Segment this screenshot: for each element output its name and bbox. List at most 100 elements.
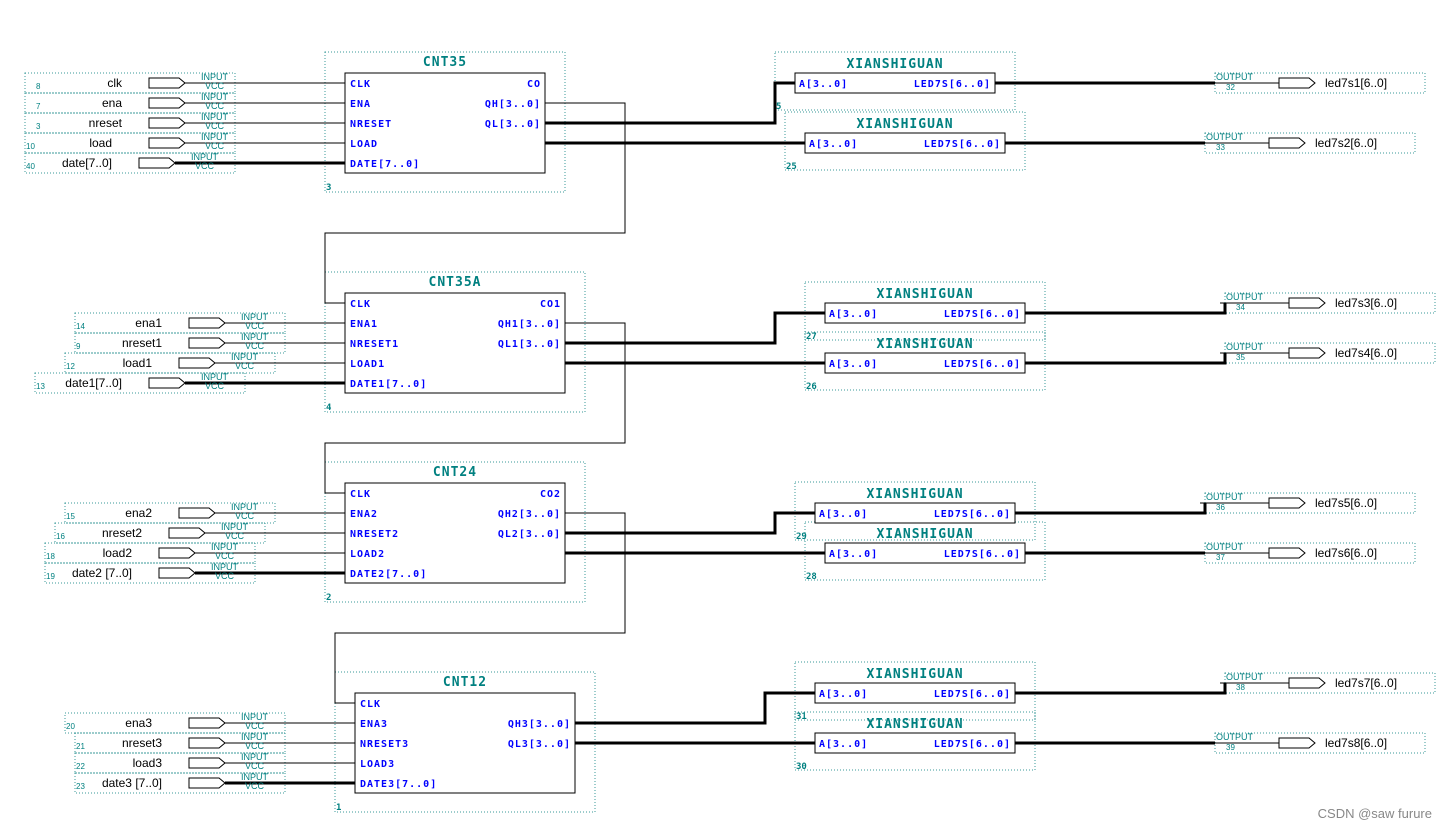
decoder-input-label: A[3..0] xyxy=(799,79,848,90)
block-body xyxy=(344,292,566,394)
pin-type-label: INPUT xyxy=(201,132,229,142)
pin-type-label: OUTPUT xyxy=(1206,542,1244,552)
decoder-input-label: A[3..0] xyxy=(819,509,868,520)
pin-vcc-label: VCC xyxy=(205,81,225,91)
decoder-number: 29 xyxy=(796,532,807,542)
decoder-input-label: A[3..0] xyxy=(809,139,858,150)
input-pin-icon xyxy=(178,507,216,519)
pin-label: DATE2[7..0] xyxy=(350,569,427,580)
pin-vcc-label: VCC xyxy=(205,101,225,111)
input-pin-name: date2 [7..0] xyxy=(72,566,132,580)
output-pin-icon xyxy=(1268,497,1306,509)
block-body xyxy=(344,72,546,174)
pin-type-label: INPUT xyxy=(231,502,259,512)
input-pin-number: 19 xyxy=(46,572,55,581)
pin-vcc-label: VCC xyxy=(205,141,225,151)
pin-label: CO1 xyxy=(540,299,561,310)
input-pin-name: nreset xyxy=(89,116,123,130)
pin-vcc-label: VCC xyxy=(215,551,235,561)
input-pin-number: 8 xyxy=(36,82,41,91)
pin-type-label: OUTPUT xyxy=(1226,292,1264,302)
input-pin-name: nreset2 xyxy=(102,526,142,540)
pin-type-label: OUTPUT xyxy=(1226,672,1264,682)
pin-label: QH3[3..0] xyxy=(508,719,571,730)
pin-label: QH1[3..0] xyxy=(498,319,561,330)
input-pin-number: 23 xyxy=(76,782,85,791)
pin-type-label: INPUT xyxy=(241,752,269,762)
decoder-title: XIANSHIGUAN xyxy=(866,667,963,682)
pin-vcc-label: VCC xyxy=(215,571,235,581)
input-pin-name: ena3 xyxy=(125,716,152,730)
decoder-body xyxy=(824,302,1026,324)
decoder-number: 28 xyxy=(806,572,817,582)
bus-wire xyxy=(1025,353,1227,365)
input-pin-icon xyxy=(148,137,186,149)
input-pin-number: 9 xyxy=(76,342,81,351)
output-pin-name: led7s2[6..0] xyxy=(1315,136,1377,150)
pin-label: ENA3 xyxy=(360,719,388,730)
output-pin-number: 35 xyxy=(1236,353,1245,362)
pin-vcc-label: VCC xyxy=(225,531,245,541)
output-pin-number: 37 xyxy=(1216,553,1225,562)
pin-label: LOAD xyxy=(350,139,378,150)
output-pin-name: led7s4[6..0] xyxy=(1335,346,1397,360)
input-pin-name: load2 xyxy=(103,546,133,560)
input-pin-number: 10 xyxy=(26,142,35,151)
input-pin-icon xyxy=(168,527,206,539)
pin-type-label: INPUT xyxy=(241,772,269,782)
decoder-output-label: LED7S[6..0] xyxy=(924,139,1001,150)
decoder-number: 5 xyxy=(776,102,781,112)
input-pin-number: 15 xyxy=(66,512,75,521)
input-pin-number: 12 xyxy=(66,362,75,371)
decoder-input-label: A[3..0] xyxy=(829,549,878,560)
block-number: 3 xyxy=(326,183,331,193)
pin-type-label: INPUT xyxy=(201,372,229,382)
output-pin-name: led7s8[6..0] xyxy=(1325,736,1387,750)
output-pin-name: led7s3[6..0] xyxy=(1335,296,1397,310)
input-pin-icon xyxy=(178,357,216,369)
pin-vcc-label: VCC xyxy=(235,511,255,521)
decoder-output-label: LED7S[6..0] xyxy=(934,509,1011,520)
pin-label: NRESET xyxy=(350,119,392,130)
decoder-number: 30 xyxy=(796,762,807,772)
input-pin-icon xyxy=(158,567,196,579)
decoder-frame xyxy=(774,51,1016,111)
input-pin-number: 40 xyxy=(26,162,35,171)
output-pin-name: led7s1[6..0] xyxy=(1325,76,1387,90)
decoder-output-label: LED7S[6..0] xyxy=(934,739,1011,750)
instance-frames xyxy=(24,51,1436,813)
pin-label: ENA1 xyxy=(350,319,378,330)
decoder-input-label: A[3..0] xyxy=(829,359,878,370)
output-pin-name: led7s6[6..0] xyxy=(1315,546,1377,560)
carry-wire xyxy=(334,512,626,704)
input-pin-name: load xyxy=(89,136,112,150)
block-number: 1 xyxy=(336,803,341,813)
input-pin-icon xyxy=(188,737,226,749)
pin-type-label: INPUT xyxy=(201,92,229,102)
output-pin-icon xyxy=(1278,77,1316,89)
input-pin-name: clk xyxy=(107,76,123,90)
pin-type-label: OUTPUT xyxy=(1206,492,1244,502)
decoder-output-label: LED7S[6..0] xyxy=(944,359,1021,370)
input-pin-name: date3 [7..0] xyxy=(102,776,162,790)
output-pin-number: 38 xyxy=(1236,683,1245,692)
decoder-output-label: LED7S[6..0] xyxy=(944,309,1021,320)
decoder-frame xyxy=(804,281,1046,341)
decoder-frame xyxy=(794,481,1036,541)
output-pin-icon xyxy=(1268,547,1306,559)
input-pin-name: ena2 xyxy=(125,506,152,520)
output-pin-number: 36 xyxy=(1216,503,1225,512)
pin-vcc-label: VCC xyxy=(195,161,215,171)
bus-wire xyxy=(545,81,795,125)
bus-wire xyxy=(565,311,825,345)
decoder-input-label: A[3..0] xyxy=(829,309,878,320)
decoder-title: XIANSHIGUAN xyxy=(876,337,973,352)
decoder-output-label: LED7S[6..0] xyxy=(944,549,1021,560)
decoder-title: XIANSHIGUAN xyxy=(856,117,953,132)
decoder-body xyxy=(814,732,1016,754)
input-pin-name: date[7..0] xyxy=(62,156,112,170)
pin-type-label: INPUT xyxy=(191,152,219,162)
decoder-input-label: A[3..0] xyxy=(819,739,868,750)
output-pin-icon xyxy=(1278,737,1316,749)
